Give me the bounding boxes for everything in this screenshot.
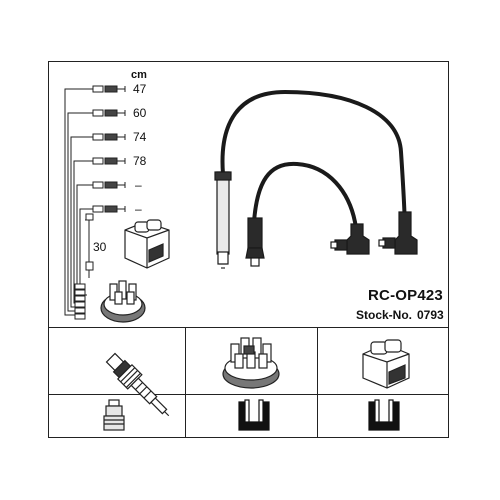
short-lead-label: 30 [93, 240, 107, 254]
spark-plug-boot-2 [394, 211, 418, 255]
ignition-coil-icon [362, 339, 410, 389]
divider-top [49, 327, 449, 328]
length-label-3: 74 [133, 130, 147, 144]
legend-connector-6 [92, 205, 126, 213]
stock-label: Stock-No. [356, 308, 413, 322]
legend-connector-3 [92, 133, 126, 141]
short-lead-top-terminal [85, 213, 94, 221]
length-label-4: 78 [133, 154, 147, 168]
short-lead-bottom-terminal [85, 261, 94, 271]
stock-number: 0793 [417, 308, 444, 322]
divider-col-1 [185, 327, 186, 438]
spark-plug-boot-1 [346, 223, 370, 255]
spark-plug-icon [105, 352, 170, 417]
coil-boot-long [216, 171, 230, 255]
distributor-cap-icon [222, 337, 280, 389]
connector-end-a-icon [238, 399, 270, 431]
length-label-6: – [135, 202, 142, 216]
legend-connectors [85, 85, 126, 271]
length-label-1: 47 [133, 82, 147, 96]
coil-boot-short [247, 217, 263, 249]
legend-connector-4 [92, 157, 126, 165]
legend-ignition-coil-icon [124, 219, 170, 269]
legend-connector-5 [92, 181, 126, 189]
connector-end-b-icon [368, 399, 400, 431]
divider-middle [49, 394, 449, 395]
legend-distributor-cap-icon [100, 280, 146, 323]
short-lead-wire [252, 161, 359, 248]
lead-boots [214, 171, 418, 269]
product-code: RC-OP423 [368, 287, 443, 304]
legend-connector-1 [92, 85, 126, 93]
long-lead-wire [220, 89, 407, 236]
wire-legend [64, 88, 93, 316]
legend-end-terminals [74, 283, 86, 320]
unit-label: cm [131, 69, 147, 81]
plug-connector-straight-icon [103, 399, 125, 431]
divider-col-2 [317, 327, 318, 438]
length-label-2: 60 [133, 106, 147, 120]
diagram-artwork [64, 85, 418, 431]
legend-connector-2 [92, 109, 126, 117]
length-label-5: – [135, 178, 142, 192]
product-sheet: cm 47 60 74 78 – – 30 RC-OP423 Stock-No.… [48, 61, 449, 438]
